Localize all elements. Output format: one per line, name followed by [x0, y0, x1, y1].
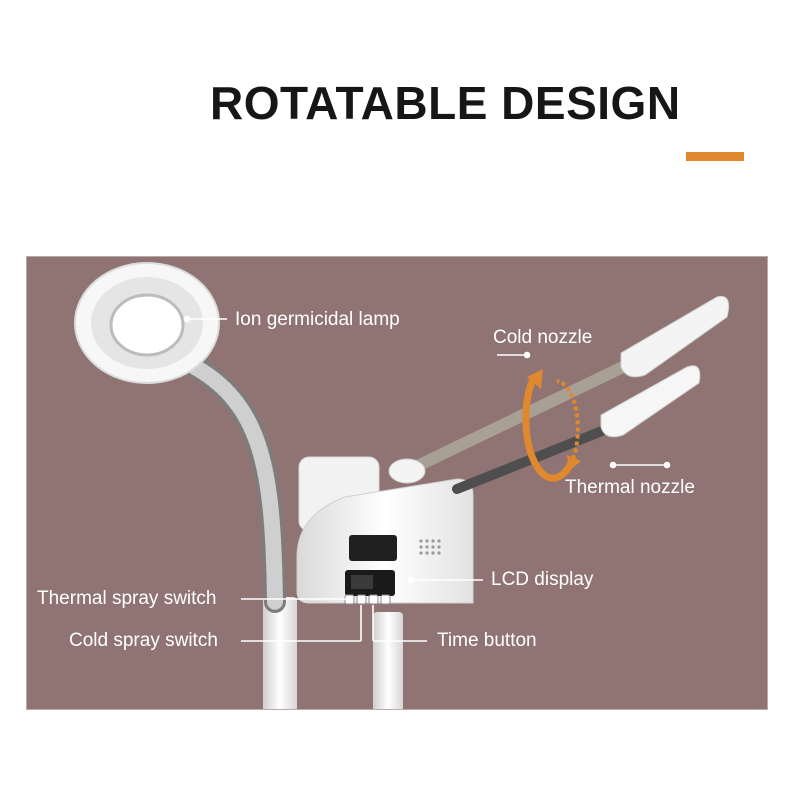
thermal-nozzle [600, 365, 701, 438]
product-panel: Ion germicidal lamp Cold nozzle Thermal … [26, 256, 768, 710]
page-title: ROTATABLE DESIGN [210, 77, 681, 129]
upper-display [349, 535, 397, 561]
thermal-nozzle-arm [452, 420, 622, 494]
label-thermal-spray-switch: Thermal spray switch [37, 588, 217, 609]
label-lcd-display: LCD display [491, 569, 594, 590]
product-illustration [74, 262, 730, 709]
label-cold-nozzle: Cold nozzle [493, 327, 593, 348]
label-cold-spray-switch: Cold spray switch [69, 630, 218, 651]
cold-nozzle [620, 295, 730, 378]
lamp-pole [263, 597, 297, 709]
rotation-arrow-icon [522, 369, 581, 482]
steamer-pole [373, 612, 403, 709]
speaker-grille [419, 539, 441, 555]
cold-nozzle-arm [401, 359, 633, 477]
title-accent-bar [686, 152, 744, 161]
callout-lines [183, 315, 671, 642]
label-ion-germicidal-lamp: Ion germicidal lamp [235, 309, 400, 330]
label-thermal-nozzle: Thermal nozzle [565, 477, 695, 498]
label-time-button: Time button [437, 630, 537, 651]
